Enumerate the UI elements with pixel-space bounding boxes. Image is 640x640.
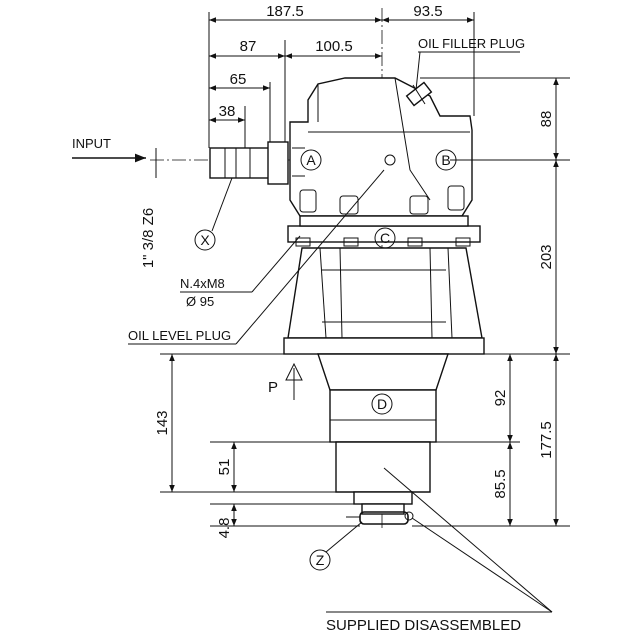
snap-ring-z [346,511,414,525]
marker-x: X [200,232,210,248]
circle-markers: A B C D X Z [194,149,457,571]
dim-85-5: 85.5 [492,469,509,498]
dim-93-5: 93.5 [413,3,442,20]
marker-c: C [380,230,390,246]
dim-143: 143 [154,410,171,435]
labels: INPUT OIL FILLER PLUG N.4xM8 Ø 95 OIL LE… [72,36,553,634]
middle-flange [287,215,481,247]
dim-51: 51 [216,459,233,476]
shaft-spec-label: 1" 3/8 Z6 [140,208,157,268]
gearbox-body [209,77,485,525]
top-dimensions: 187.5 93.5 87 100.5 65 38 [208,3,475,148]
left-dimensions: 143 51 4.8 1" 3/8 Z6 [140,148,360,538]
bolt-spec-label: N.4xM8 [180,276,225,291]
dim-203: 203 [538,244,555,269]
dim-177-5: 177.5 [538,421,555,459]
oil-filler-plug-label: OIL FILLER PLUG [418,36,525,51]
conical-guard [287,247,483,339]
oil-filler-plug [405,81,433,107]
dim-88: 88 [538,111,555,128]
dim-100-5: 100.5 [315,38,353,55]
bolt-circle-label: Ø 95 [186,294,214,309]
right-dimensions: 88 203 177.5 92 85.5 [412,77,570,527]
marker-b: B [441,152,450,168]
input-shaft [209,141,289,185]
marker-a: A [306,152,316,168]
base-plate [283,337,485,355]
p-marker-label: P [268,379,278,396]
dim-38: 38 [219,103,236,120]
supplied-disassembled-label: SUPPLIED DISASSEMBLED [326,617,521,634]
output-housing [317,353,449,515]
dim-87: 87 [240,38,257,55]
marker-z: Z [316,552,325,568]
upper-housing [289,77,473,217]
dim-4-8: 4.8 [216,518,233,539]
marker-d: D [377,396,387,412]
dim-92: 92 [492,390,509,407]
oil-level-plug-label: OIL LEVEL PLUG [128,328,231,343]
dim-65: 65 [230,71,247,88]
input-label: INPUT [72,136,111,151]
dim-187-5: 187.5 [266,3,304,20]
